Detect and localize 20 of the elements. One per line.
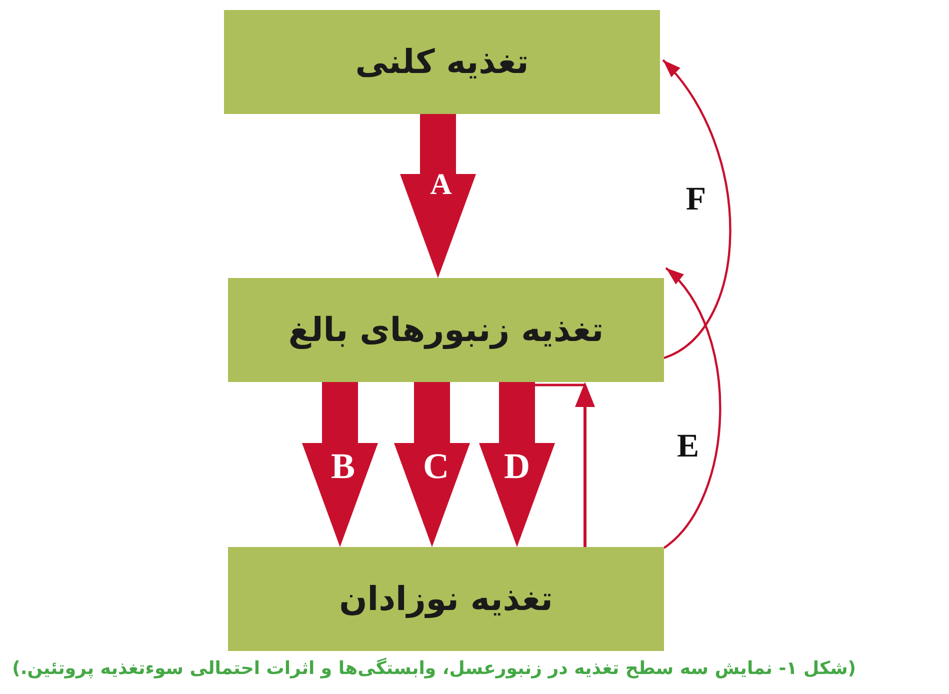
box-label: تغذیه نوزادان <box>339 579 553 619</box>
edge-label: E <box>677 430 699 464</box>
curved-arrow <box>662 59 732 359</box>
process-box <box>228 547 664 651</box>
figure-caption: (شکل ۱- نمایش سه سطح تغذیه در زنبورعسل، وابستگی‌ها و اثرات احتمالی سوءتغذیه پروتئین.) <box>12 657 856 680</box>
curved-arrow <box>663 267 722 549</box>
edge-label: B <box>331 448 355 484</box>
arrow <box>575 382 595 547</box>
edge-label: D <box>504 448 530 484</box>
edge-label: C <box>423 448 449 484</box>
block-arrow <box>394 382 470 547</box>
box-label: تغذیه کلنی <box>355 42 529 82</box>
block-arrow <box>479 382 555 547</box>
process-box <box>224 10 660 114</box>
block-arrow <box>400 114 476 278</box>
edge-label: F <box>686 184 706 216</box>
block-arrow <box>302 382 378 547</box>
process-box <box>228 278 664 382</box>
edge-label: A <box>430 170 452 200</box>
box-label: تغذیه زنبورهای بالغ <box>288 310 604 350</box>
